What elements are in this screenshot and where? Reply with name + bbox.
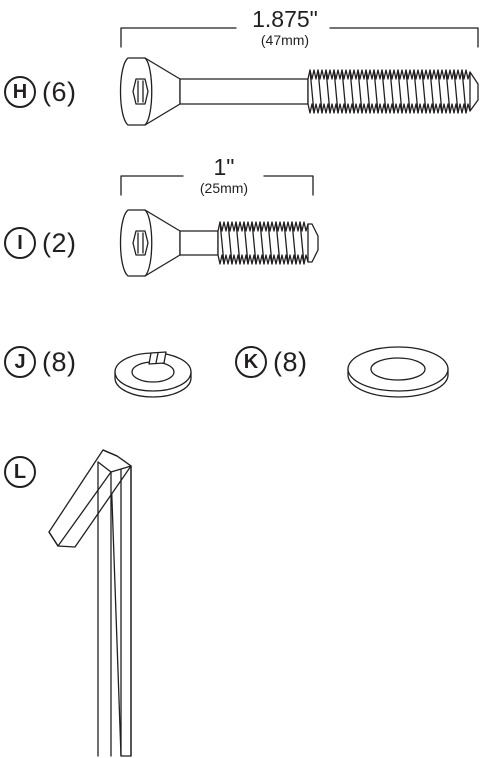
- part-i-label: I (2): [4, 227, 77, 259]
- bolt-i-icon: [119, 209, 319, 277]
- part-k-quantity: (8): [273, 346, 308, 377]
- bolt-i-length-mm: (25mm): [199, 180, 249, 196]
- bolt-h-length-mm: (47mm): [260, 32, 310, 48]
- part-j-label: J (8): [4, 346, 77, 378]
- bolt-i-length: 1" (25mm): [186, 154, 262, 196]
- part-k-badge: K: [235, 346, 267, 378]
- part-h-label: H (6): [4, 76, 77, 108]
- part-h-badge: H: [4, 76, 36, 108]
- bolt-h-length-inches: 1.875": [252, 6, 318, 32]
- allen-key-icon: [48, 449, 132, 757]
- part-l-badge: L: [4, 456, 36, 488]
- part-j-badge: J: [4, 346, 36, 378]
- bolt-h-length: 1.875" (47mm): [240, 6, 330, 48]
- part-h-quantity: (6): [42, 76, 77, 107]
- bolt-h-dimension-line: [120, 27, 479, 48]
- bolt-i-length-inches: 1": [213, 154, 235, 180]
- flat-washer-icon: [347, 346, 449, 398]
- bolt-i-dimension-line: [120, 175, 314, 196]
- lock-washer-icon: [114, 351, 192, 398]
- part-k-label: K (8): [235, 346, 308, 378]
- part-l-label: L: [4, 456, 36, 488]
- part-i-badge: I: [4, 227, 36, 259]
- part-i-quantity: (2): [42, 227, 77, 258]
- bolt-h-icon: [119, 57, 479, 126]
- part-j-quantity: (8): [42, 346, 77, 377]
